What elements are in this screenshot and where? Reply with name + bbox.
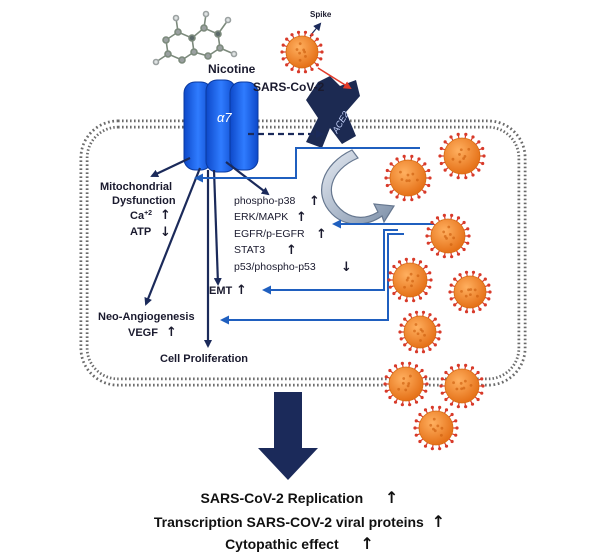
erk-up-arrow: ↑	[296, 210, 307, 225]
calcium-label: Ca+2	[130, 210, 152, 222]
egfr-up-arrow: ↑	[316, 227, 327, 242]
p38-up-arrow: ↑	[309, 194, 320, 209]
neo-angiogenesis-label: Neo-Angiogenesis	[98, 311, 195, 323]
virus-particle	[448, 270, 492, 314]
sars-cov-2-label: SARS-CoV-2	[253, 80, 325, 94]
stat3-up-arrow: ↑	[286, 243, 297, 258]
atp-down-arrow: ↓	[160, 225, 171, 240]
virus-particle	[425, 213, 471, 259]
replication-line: SARS-CoV-2 Replication ↑	[0, 488, 599, 507]
virus-particle	[413, 405, 459, 451]
arrow-to-emt-blue	[262, 229, 398, 295]
virus-particle	[438, 132, 486, 180]
arrow-to-mitochondria	[150, 157, 191, 178]
virus-particle	[384, 154, 432, 202]
big-down-arrow-icon	[258, 392, 318, 480]
dysfunction-label: Dysfunction	[112, 195, 176, 207]
blue-arrows	[194, 147, 434, 325]
virus-particles	[280, 30, 492, 451]
cytopathic-line: Cytopathic effect ↑	[0, 534, 599, 553]
mitochondrial-label: Mitochondrial	[100, 181, 172, 193]
nicotine-label: Nicotine	[208, 62, 256, 76]
replication-up-arrow: ↑	[385, 488, 399, 507]
calcium-up-arrow: ↑	[160, 208, 171, 223]
arrow-to-mitochondria-blue	[194, 147, 420, 183]
atp-label: ATP	[130, 226, 151, 238]
transcription-label: Transcription SARS-COV-2 viral proteins	[153, 514, 424, 530]
nicotine-molecule-icon	[152, 10, 238, 66]
red-arrow-spike-to-ace2	[317, 67, 352, 90]
arrow-to-emt	[212, 169, 222, 286]
cell-proliferation-label: Cell Proliferation	[160, 353, 248, 365]
emt-up-arrow: ↑	[236, 283, 247, 298]
replication-label: SARS-CoV-2 Replication	[200, 490, 364, 506]
labels: Nicotine α7 Spike SARS-CoV-2 ACE2 Mitoch…	[98, 10, 352, 365]
alpha7-label: α7	[217, 110, 232, 125]
transcription-up-arrow: ↑	[431, 512, 446, 531]
egfr-label: EGFR/p-EGFR	[234, 228, 305, 240]
internalization-arrow-icon	[321, 149, 396, 225]
cytopathic-label: Cytopathic effect	[225, 536, 339, 552]
p53-down-arrow: ↓	[341, 260, 352, 275]
erk-label: ERK/MAPK	[234, 211, 288, 223]
arrow-to-neoangiogenesis	[144, 167, 202, 306]
virus-particle	[387, 257, 433, 303]
cytopathic-up-arrow: ↑	[360, 534, 374, 553]
stat3-label: STAT3	[234, 244, 265, 256]
arrow-to-neo-blue	[220, 233, 404, 325]
virus-particle	[398, 310, 442, 354]
virus-particle	[280, 30, 324, 74]
virus-particle	[439, 363, 485, 409]
cell-membrane	[79, 119, 527, 387]
alpha7-receptor-icon	[183, 79, 259, 173]
spike-label: Spike	[310, 10, 332, 19]
p53-label: p53/phospho-p53	[234, 261, 316, 273]
vegf-label: VEGF	[128, 327, 158, 339]
transcription-line: Transcription SARS-COV-2 viral proteins …	[0, 512, 599, 531]
emt-label: EMT	[209, 285, 233, 297]
vegf-up-arrow: ↑	[166, 325, 177, 340]
p38-label: phospho-p38	[234, 195, 295, 207]
virus-particle	[383, 361, 429, 407]
